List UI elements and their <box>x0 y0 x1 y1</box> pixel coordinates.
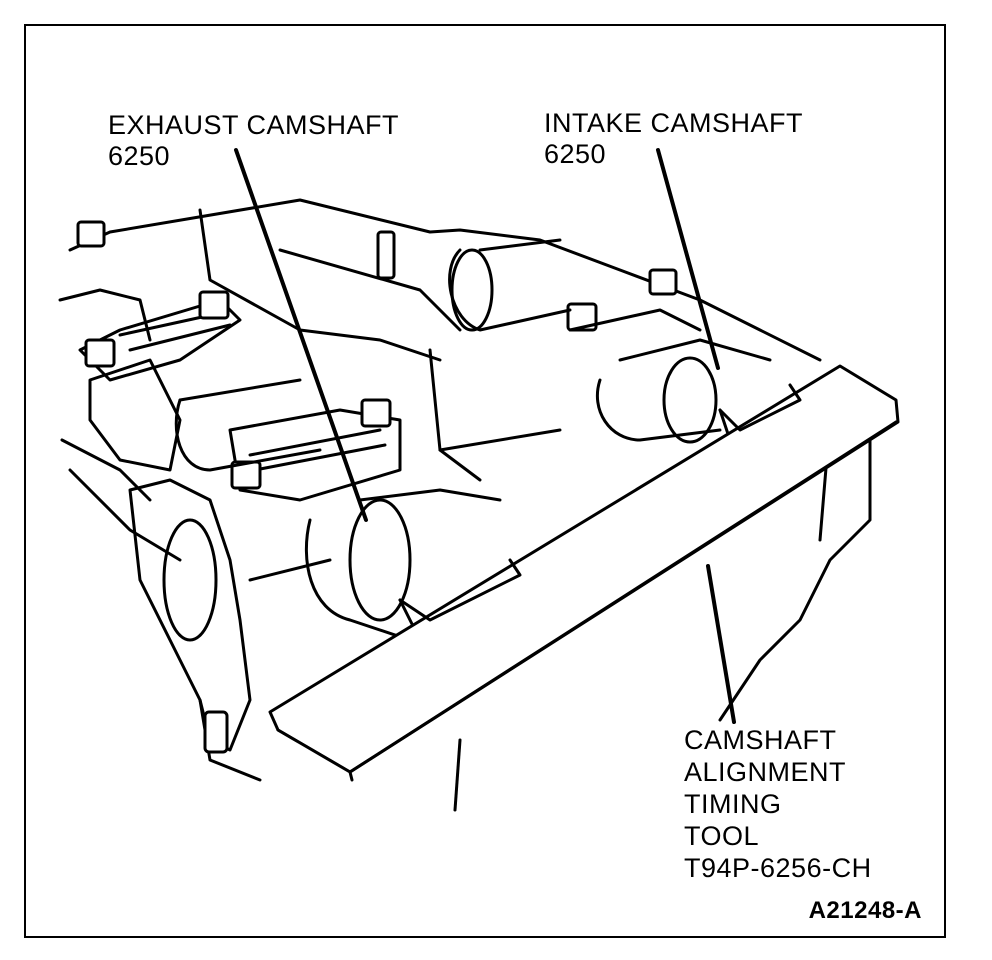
intake-camshaft-label-line1: INTAKE CAMSHAFT <box>544 108 804 138</box>
exhaust-bearing-caps <box>78 298 402 502</box>
tool-slots <box>398 383 802 622</box>
alignment-tool-label-line2: ALIGNMENT <box>684 757 847 787</box>
intake-camshaft <box>448 238 792 444</box>
alignment-tool-part-number: T94P-6256-CH <box>684 853 872 883</box>
exhaust-camshaft-label-line1: EXHAUST CAMSHAFT <box>108 110 400 140</box>
exhaust-camshaft-part-number: 6250 <box>108 141 171 171</box>
bolt-heads <box>76 220 678 490</box>
intake-camshaft-part-number: 6250 <box>544 139 607 169</box>
alignment-tool-bar <box>268 364 900 782</box>
diagram-frame <box>24 24 946 938</box>
exhaust-camshaft <box>174 378 522 642</box>
figure-id: A21248-A <box>808 897 922 924</box>
exhaust-flange <box>128 478 252 754</box>
cylinder-head <box>58 198 872 812</box>
alignment-tool-label-line4: TOOL <box>684 821 760 851</box>
leader-lines <box>234 148 736 724</box>
alignment-tool-label-line1: CAMSHAFT <box>684 725 837 755</box>
exhaust-camshaft-label: EXHAUST CAMSHAFT 6250 <box>108 110 399 172</box>
alignment-tool-label-line3: TIMING <box>684 789 782 819</box>
intake-camshaft-label: INTAKE CAMSHAFT 6250 <box>544 108 803 170</box>
alignment-tool-label: CAMSHAFT ALIGNMENT TIMING TOOL T94P-6256… <box>684 724 872 884</box>
